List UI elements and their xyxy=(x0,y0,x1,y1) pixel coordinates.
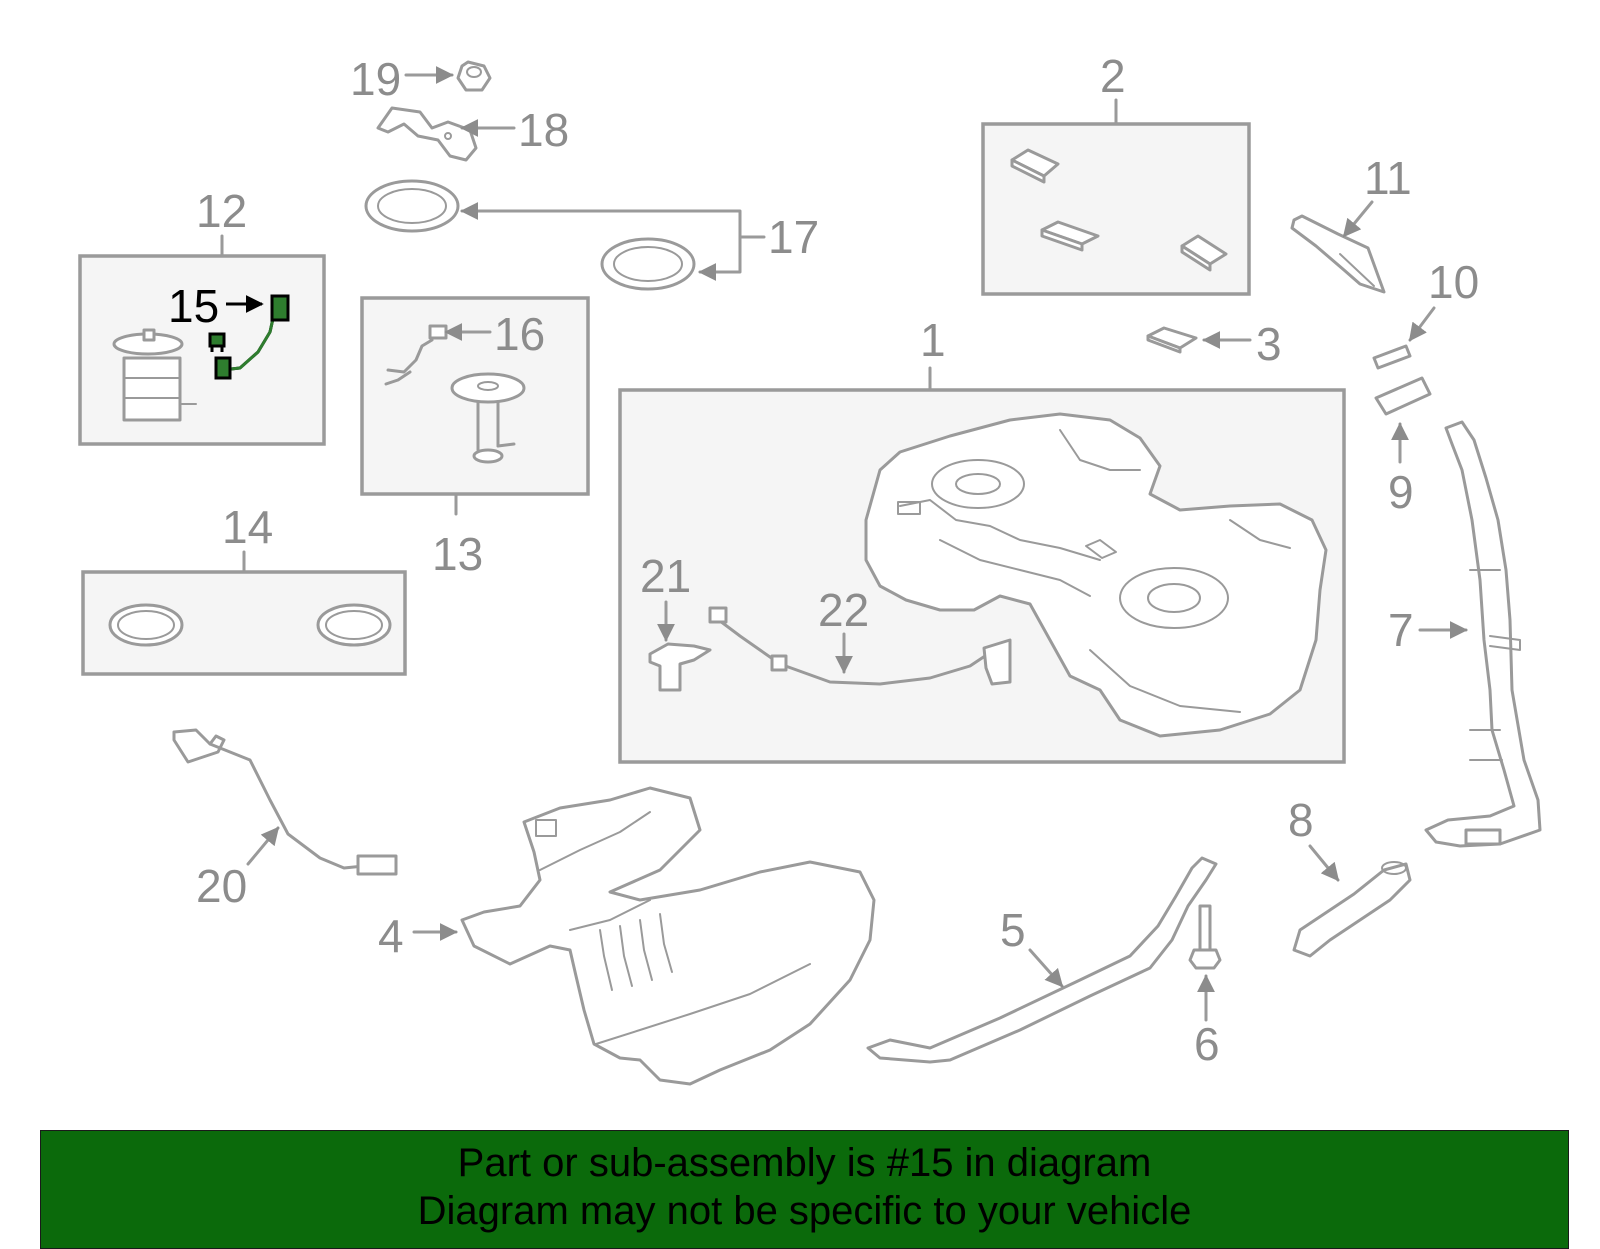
leader-11 xyxy=(1342,200,1374,238)
vent-line-part-22 xyxy=(708,606,1012,686)
vapor-line-part-20 xyxy=(172,728,398,876)
leader-5 xyxy=(1028,948,1064,988)
callout-7: 7 xyxy=(1388,604,1414,656)
callout-10: 10 xyxy=(1428,256,1479,308)
callout-14: 14 xyxy=(222,501,273,553)
callout-4: 4 xyxy=(378,910,404,962)
fuel-level-sender-part-13 xyxy=(450,372,526,464)
callout-1: 1 xyxy=(920,314,946,366)
callout-21: 21 xyxy=(640,550,691,602)
bolt-part-6 xyxy=(1188,904,1222,970)
leader-17a xyxy=(460,202,766,239)
banner-line-2: Diagram may not be specific to your vehi… xyxy=(417,1189,1192,1233)
valve-part-21 xyxy=(648,642,712,692)
callout-20: 20 xyxy=(196,860,247,912)
lock-ring-upper-part-17 xyxy=(364,179,460,233)
strap-part-5 xyxy=(866,856,1218,1064)
hose-part-8 xyxy=(1292,861,1412,958)
gasket-left-part-14 xyxy=(108,603,184,647)
callout-9: 9 xyxy=(1388,466,1414,518)
callout-3: 3 xyxy=(1256,318,1282,370)
callout-19: 19 xyxy=(350,53,401,105)
callout-17: 17 xyxy=(768,211,819,263)
heat-shield-part-4 xyxy=(460,786,876,1086)
fuel-pump-module-part-12 xyxy=(112,328,197,422)
pad-part-10 xyxy=(1372,344,1412,370)
banner-line-1: Part or sub-assembly is #15 in diagram xyxy=(457,1141,1152,1185)
callout-11: 11 xyxy=(1364,152,1412,204)
gasket-right-part-14 xyxy=(316,603,392,647)
info-banner: Part or sub-assembly is #15 in diagram D… xyxy=(40,1130,1569,1249)
callout-18: 18 xyxy=(518,104,569,156)
leader-10 xyxy=(1408,306,1436,342)
shield-part-11 xyxy=(1290,214,1386,294)
filler-pipe-part-7 xyxy=(1424,420,1542,848)
callout-8: 8 xyxy=(1288,794,1314,846)
callout-16: 16 xyxy=(494,308,545,360)
bracket-part-18 xyxy=(376,106,478,162)
callout-5: 5 xyxy=(1000,904,1026,956)
pad-part-3 xyxy=(1146,326,1198,354)
leader-20 xyxy=(246,826,280,866)
wiring-harness-part-15 xyxy=(208,294,290,380)
lock-ring-lower-part-17 xyxy=(600,237,696,291)
callout-22: 22 xyxy=(818,584,869,636)
pad-part-9 xyxy=(1374,376,1432,416)
callout-13: 13 xyxy=(432,528,483,580)
fuel-tank-part-1 xyxy=(864,412,1328,738)
pads-part-2 xyxy=(1010,148,1228,272)
leader-17b xyxy=(698,235,742,281)
callout-12: 12 xyxy=(196,185,247,237)
callout-15: 15 xyxy=(168,280,219,332)
callout-2: 2 xyxy=(1100,50,1126,102)
callout-6: 6 xyxy=(1194,1018,1220,1070)
leader-8 xyxy=(1308,844,1340,882)
nut-part-19 xyxy=(456,60,492,92)
